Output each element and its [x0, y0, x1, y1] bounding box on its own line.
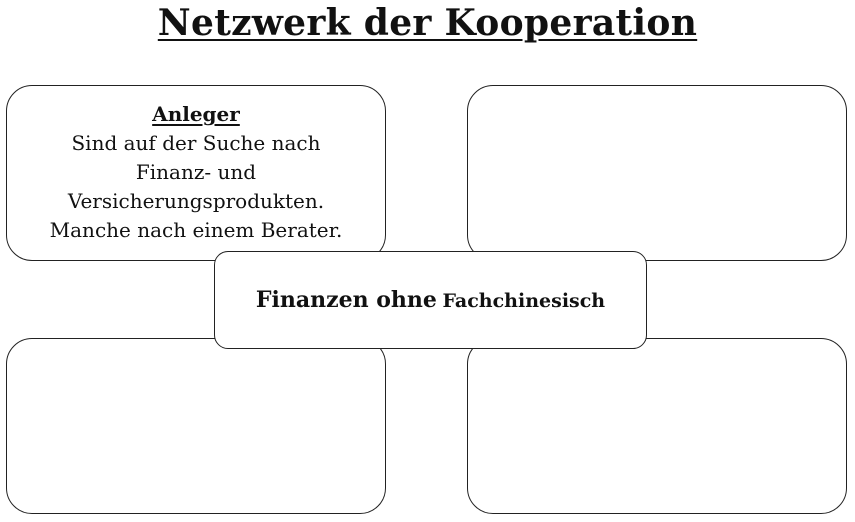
box-heading-anleger: Anleger [152, 102, 240, 126]
center-label-part2: Fachchinesisch [442, 290, 606, 312]
center-box: Finanzen ohne Fachchinesisch [214, 251, 647, 349]
box-text-line: Sind auf der Suche nach [71, 131, 321, 155]
box-text-line: Versicherungsprodukten. [67, 189, 325, 213]
center-label: Finanzen ohne Fachchinesisch [256, 287, 605, 313]
box-text-line: Finanz- und [135, 160, 257, 184]
box-text-line: Manche nach einem Berater. [49, 218, 343, 242]
network-box-bottom-right [467, 338, 847, 514]
network-box-top-left: Anleger Sind auf der Suche nach Finanz- … [6, 85, 386, 261]
diagram-title: Netzwerk der Kooperation [157, 2, 698, 44]
network-box-bottom-left [6, 338, 386, 514]
box-content: Anleger Sind auf der Suche nach Finanz- … [7, 100, 385, 245]
network-box-top-right [467, 85, 847, 261]
center-label-part1: Finanzen ohne [255, 287, 437, 313]
